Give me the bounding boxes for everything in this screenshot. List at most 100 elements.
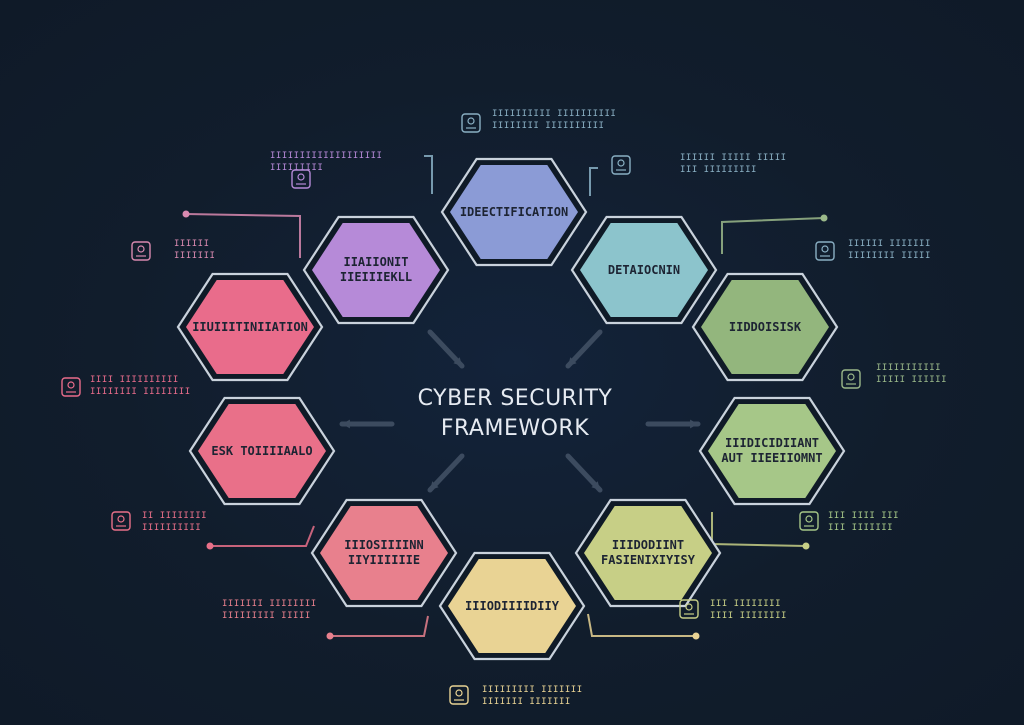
connector-4 — [711, 512, 810, 550]
connector-dot — [820, 214, 828, 222]
connector-line — [721, 217, 825, 254]
lock-icon-frame — [61, 377, 81, 397]
side-note-line: IIII IIIIIIII — [710, 611, 787, 621]
arrow-head — [342, 419, 350, 429]
side-note-line: IIIIIII IIIIIIII — [222, 599, 317, 609]
bug-icon — [111, 511, 131, 531]
note-icons — [61, 113, 861, 705]
center-arrow-2 — [565, 329, 603, 369]
lock-icon — [61, 377, 81, 397]
side-note-1: IIIIIIIIII IIIIIIIIII IIIIIIII IIIIIIIIII — [492, 108, 616, 132]
center-arrow-5 — [427, 453, 465, 493]
side-note-line: IIIIIII IIIIIII — [482, 697, 571, 707]
hexagon-3 — [691, 272, 839, 382]
shield-icon-frame — [841, 369, 861, 389]
connector-3 — [721, 214, 828, 254]
side-note-line: III IIIIIIII — [710, 599, 782, 609]
connector-dot — [182, 210, 190, 218]
shield-icon — [841, 369, 861, 389]
arrow-head — [453, 357, 462, 366]
hexagon-10 — [302, 215, 450, 325]
fingerprint-icon-dot — [297, 173, 305, 181]
hexagon-1 — [440, 157, 588, 267]
connector-line — [210, 525, 315, 547]
side-note-line: IIIII IIIIII — [876, 375, 948, 385]
side-note-line: IIIIIIIII — [270, 163, 324, 173]
side-note-line: III IIIIIII — [828, 523, 894, 533]
side-note-line: IIIIIIIIIII — [876, 363, 942, 373]
diagram-title-line-1: CYBER SECURITY — [417, 386, 613, 411]
hexagon-fill — [312, 223, 440, 317]
side-note-line: IIIIII IIIIIII — [848, 239, 931, 249]
hexagon-fill — [198, 404, 326, 498]
side-note-line: IIIIIIIIII IIIIIIIIII — [492, 109, 617, 119]
hexagon-ring — [176, 157, 846, 661]
connector-6 — [326, 615, 429, 640]
key-icon-dot — [137, 245, 145, 253]
laptop-icon-frame — [611, 155, 631, 175]
side-note-line: IIIIIIII IIIIIIIIII — [492, 121, 605, 131]
bug-icon-dot — [117, 515, 125, 523]
connector-line — [330, 615, 429, 637]
side-note-line: IIIIIIIIII — [142, 523, 202, 533]
center-arrow-3 — [339, 419, 395, 429]
hexagon-fill — [580, 223, 708, 317]
arrow-head — [568, 357, 577, 366]
server-icon — [815, 241, 835, 261]
person-icon — [461, 113, 481, 133]
connector-line — [711, 512, 807, 547]
side-note-line: III IIIIIIIII — [680, 165, 757, 175]
hexagon-7 — [310, 498, 458, 608]
side-note-7: IIIIIIIII IIIIIII IIIIIII IIIIIII — [482, 684, 583, 708]
person-icon-frame — [461, 113, 481, 133]
arrow-head — [591, 481, 600, 490]
key-icon-frame — [131, 241, 151, 261]
side-note-3: IIIIII IIIIIII IIIIIIII IIIII — [848, 238, 931, 262]
key-icon — [131, 241, 151, 261]
connector-line — [185, 213, 301, 258]
gear-icon-frame — [679, 599, 699, 619]
bug-icon-frame — [111, 511, 131, 531]
globe-icon-dot — [455, 689, 463, 697]
side-note-line: IIIIIIII IIIII — [848, 251, 931, 261]
hexagon-2 — [570, 215, 718, 325]
side-note-line: IIIIIIIII IIIIIII — [482, 685, 583, 695]
side-note-4: IIIIIIIIIII IIIII IIIIII — [876, 362, 947, 386]
arrow-head — [690, 419, 698, 429]
side-note-line: IIIIII IIIII IIIII — [680, 153, 787, 163]
gear-icon-dot — [685, 603, 693, 611]
side-note-2: IIIIII IIIII IIIII III IIIIIIIII — [680, 152, 787, 176]
center-arrow-4 — [645, 419, 701, 429]
connector-line — [589, 167, 598, 196]
side-note-8: IIIIIII IIIIIIII IIIIIIIII IIIII — [222, 598, 317, 622]
document-icon — [799, 511, 819, 531]
globe-icon — [449, 685, 469, 705]
connector-7 — [206, 525, 315, 550]
center-arrows — [339, 329, 701, 493]
side-note-line: III IIII III — [828, 511, 900, 521]
side-note-6: III IIIIIIII IIII IIIIIIII — [710, 598, 787, 622]
connector-line — [587, 613, 696, 637]
connector-2 — [589, 167, 598, 196]
center-arrow-6 — [565, 453, 603, 493]
hexagon-fill — [186, 280, 314, 374]
shield-icon-dot — [847, 373, 855, 381]
person-icon-dot — [467, 117, 475, 125]
globe-icon-frame — [449, 685, 469, 705]
fingerprint-icon-frame — [291, 169, 311, 189]
side-note-line: IIIIIIIIIIIIIIIIIII — [270, 151, 383, 161]
document-icon-dot — [805, 515, 813, 523]
connector-5 — [587, 613, 700, 640]
document-icon-frame — [799, 511, 819, 531]
hexagon-5 — [574, 498, 722, 608]
side-note-line: IIIIIII — [174, 251, 216, 261]
gear-icon — [679, 599, 699, 619]
fingerprint-icon — [291, 169, 311, 189]
side-note-line: IIIIIIIII IIIII — [222, 611, 311, 621]
connector-dot — [206, 542, 214, 550]
